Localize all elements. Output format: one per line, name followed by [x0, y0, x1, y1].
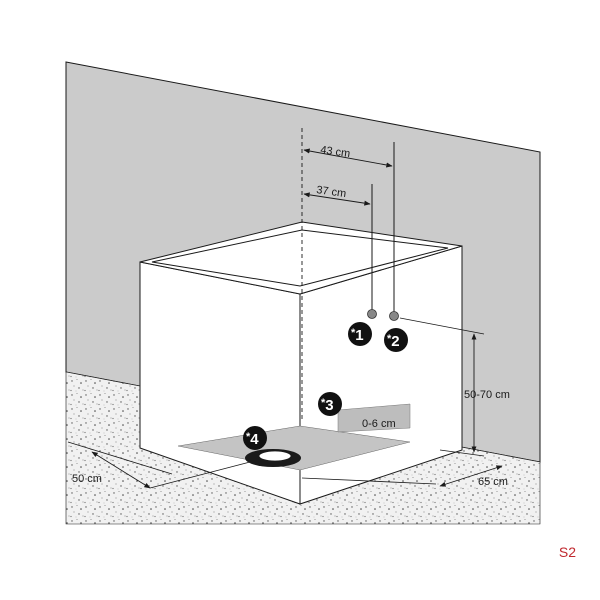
dim-43-arrow	[303, 148, 393, 168]
dim-65-arrow	[439, 465, 503, 487]
cabin-top-inner	[151, 229, 449, 287]
dim-drain-offset-label: 0-6 cm	[362, 418, 396, 430]
dim-37-arrow	[303, 192, 371, 206]
marker-4: *4	[243, 426, 267, 450]
dim-50-arrow	[91, 451, 151, 489]
pipe-1-connector	[367, 309, 377, 319]
dim-43-label: 43 cm	[320, 144, 351, 160]
height-ref-bottom	[439, 449, 485, 457]
dim-height-label: 50-70 cm	[464, 389, 510, 401]
drain-ref-line	[149, 461, 251, 489]
page-code: S2	[558, 544, 576, 560]
svg-text:*1: *1	[351, 327, 364, 344]
dim-50-label: 50 cm	[72, 473, 102, 485]
marker-3: *3	[318, 392, 342, 416]
marker-2: *2	[384, 328, 408, 352]
right-ref-line	[301, 477, 437, 485]
height-ref-top	[399, 317, 485, 335]
drain-inner	[258, 450, 292, 462]
marker-1: *1	[348, 322, 372, 346]
svg-text:*4: *4	[246, 431, 259, 448]
dim-37-label: 37 cm	[316, 184, 347, 200]
dim-65-label: 65 cm	[478, 476, 508, 488]
drain-step	[337, 403, 411, 433]
svg-text:*2: *2	[387, 333, 400, 350]
svg-text:*3: *3	[321, 397, 334, 414]
pipe-2-connector	[389, 311, 399, 321]
